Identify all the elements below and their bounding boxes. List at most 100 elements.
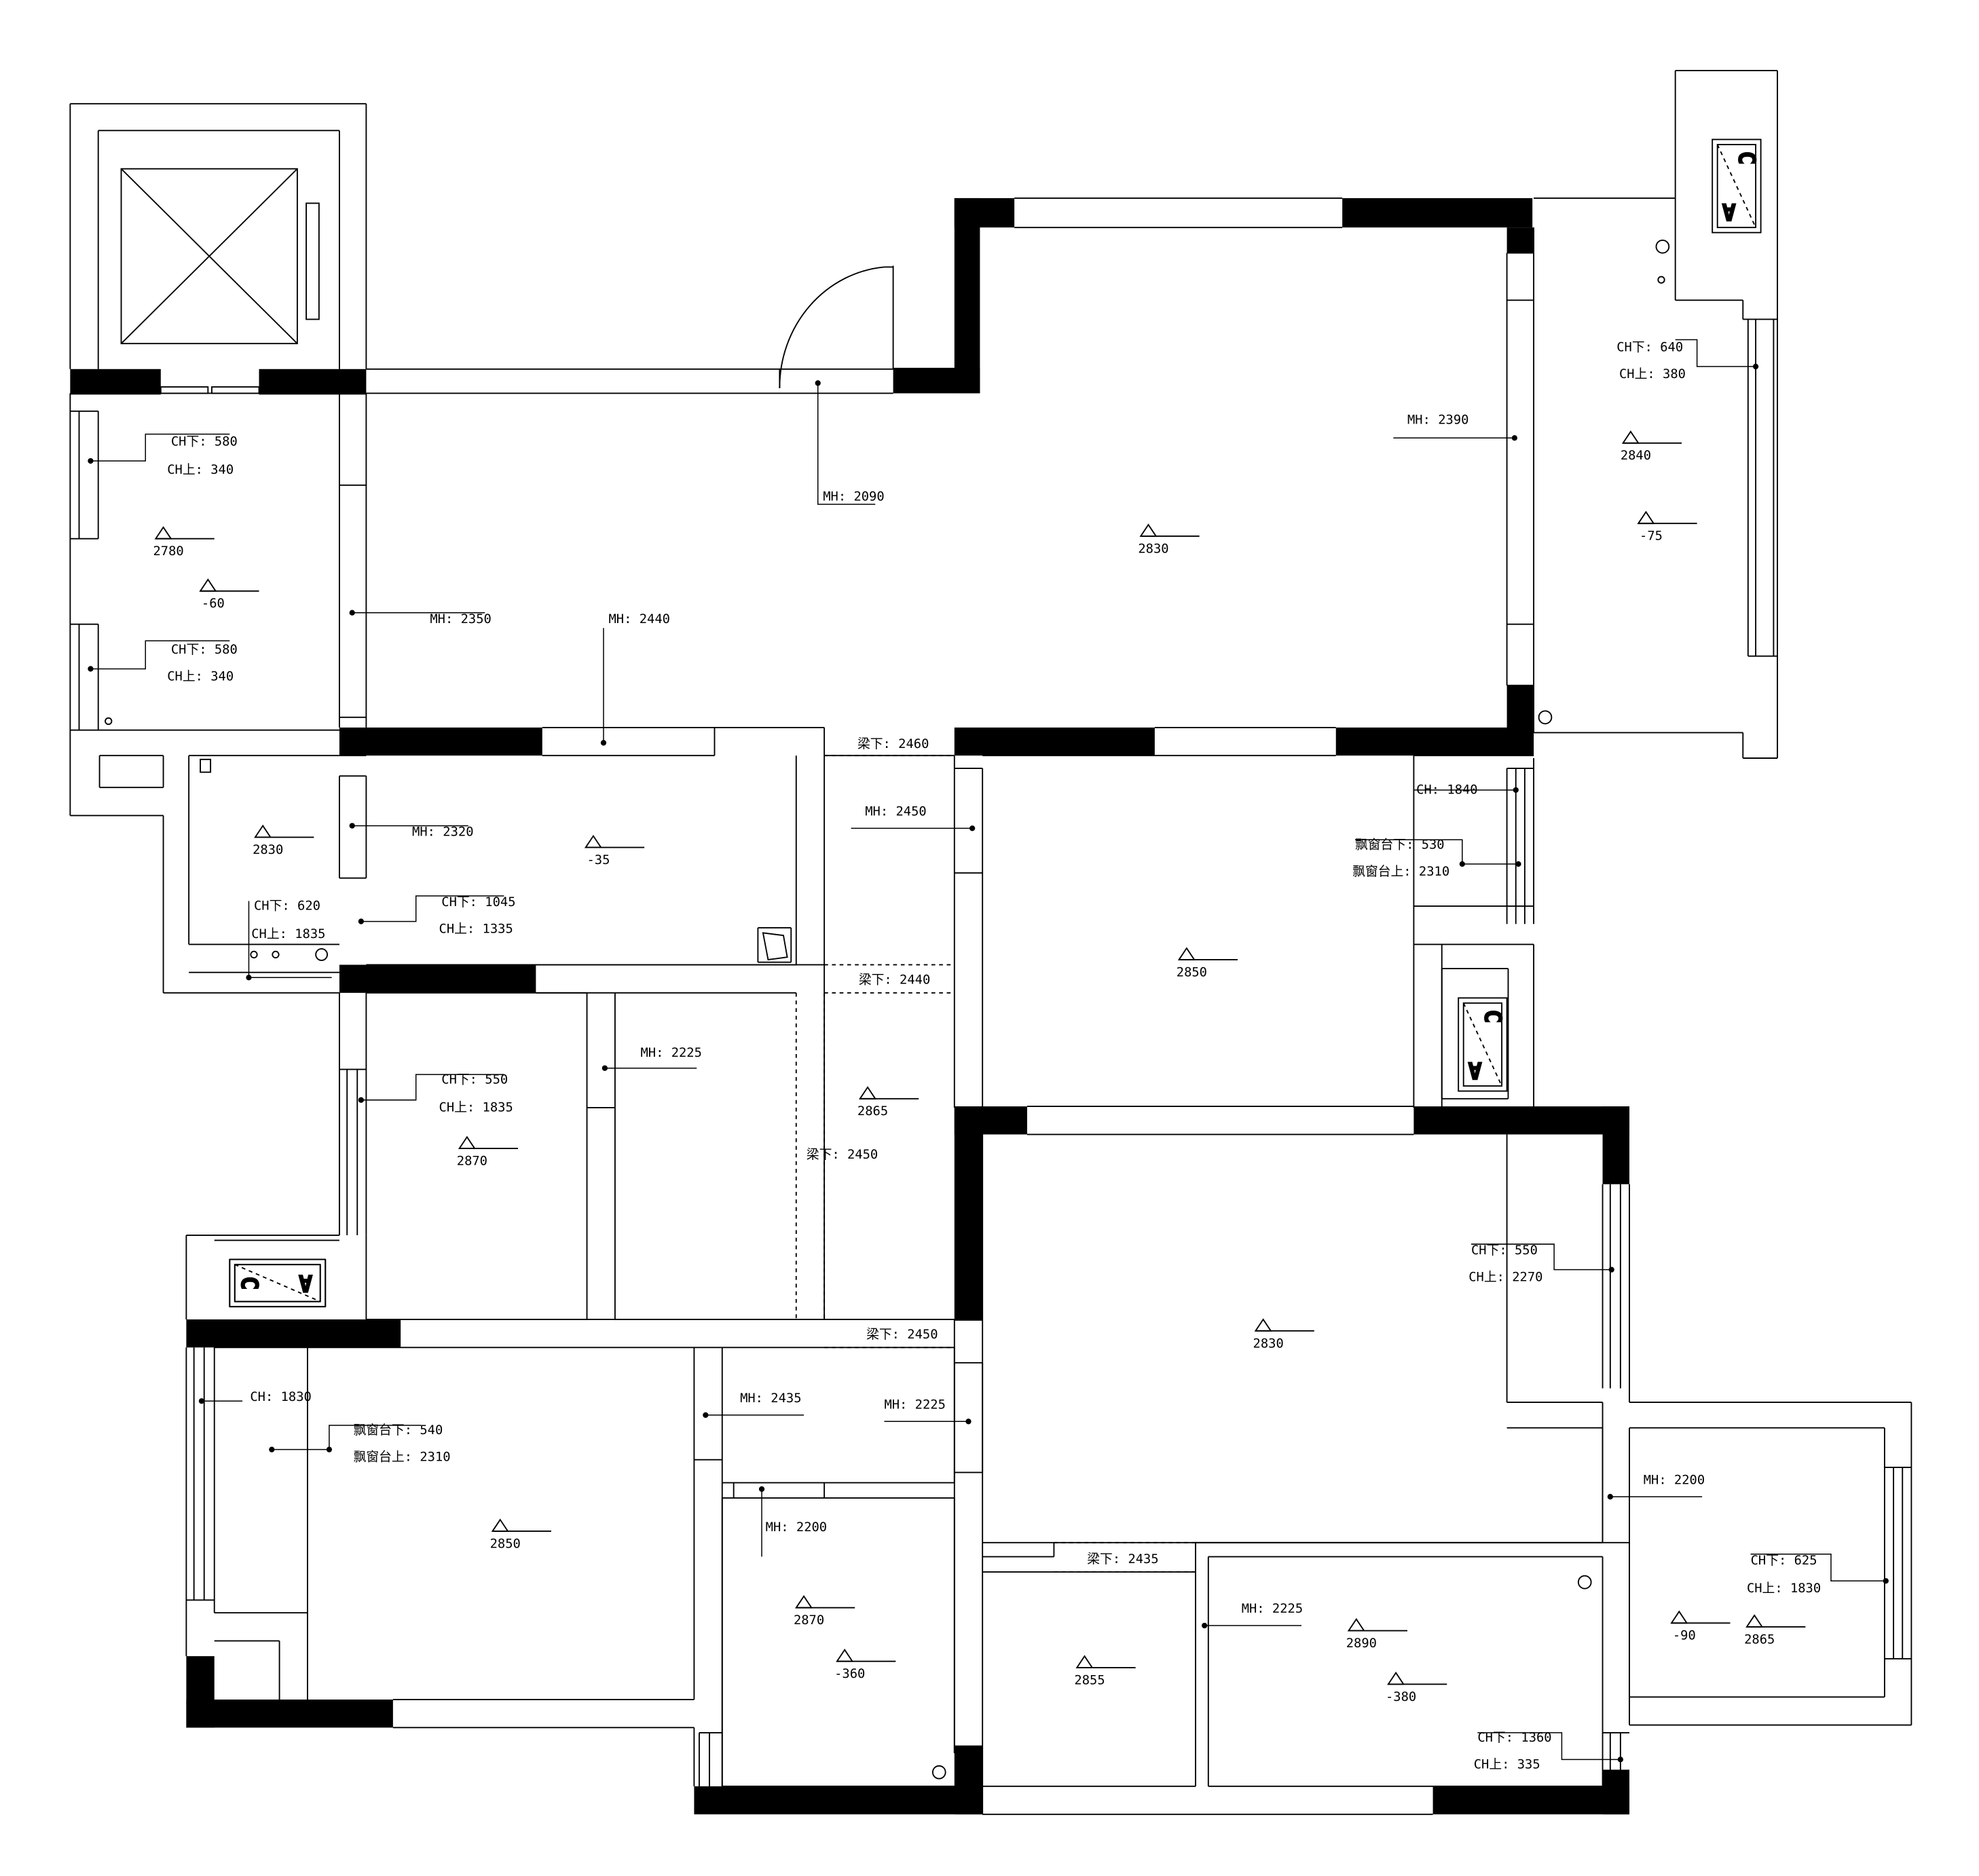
bay-window-label: 飘窗台下: 530 xyxy=(1355,837,1445,852)
wall-segment xyxy=(893,367,980,394)
wall-segment xyxy=(259,369,367,395)
shaft-label-bottom: A xyxy=(1722,198,1735,225)
toilet-icon xyxy=(762,932,788,960)
mh-label: MH: 2200 xyxy=(766,1520,827,1535)
level-triangle-icon: 2855 xyxy=(1074,1655,1136,1687)
level-value: -35 xyxy=(587,853,610,867)
level-triangle xyxy=(1254,1318,1272,1332)
fixture-circle-icon xyxy=(1538,710,1553,725)
ch-label: CH下: 550 xyxy=(441,1072,508,1087)
annotation-point xyxy=(1617,1757,1624,1763)
leader-line xyxy=(817,383,876,505)
mh-label: MH: 2450 xyxy=(865,805,926,819)
fixture-square-icon xyxy=(200,758,212,773)
elevator-door-right xyxy=(211,386,260,394)
wall-segment xyxy=(1506,727,1534,756)
wall-segment xyxy=(954,198,980,394)
level-triangle xyxy=(836,1649,854,1662)
level-triangle-icon: -35 xyxy=(584,834,645,867)
annotation-point xyxy=(1511,435,1518,441)
wall-segment xyxy=(1413,1106,1630,1135)
level-triangle-icon: -360 xyxy=(834,1649,896,1681)
leader-line xyxy=(360,895,504,922)
door-swing-icon xyxy=(779,266,893,388)
level-triangle xyxy=(199,578,217,592)
beam-label: 梁下: 2440 xyxy=(859,973,930,988)
annotation-point xyxy=(88,457,94,464)
level-value: 2865 xyxy=(857,1104,888,1119)
ch-label: CH下: 1045 xyxy=(441,895,515,909)
bay-window-label: 飘窗台下: 540 xyxy=(354,1423,443,1438)
annotation-points xyxy=(88,363,1889,1763)
level-triangle xyxy=(1621,430,1640,444)
level-value: -75 xyxy=(1640,529,1663,544)
mh-label: MH: 2225 xyxy=(1242,1602,1303,1616)
level-value: -90 xyxy=(1673,1629,1696,1643)
annotation-point xyxy=(602,1065,608,1071)
level-triangle-icon: 2865 xyxy=(857,1086,919,1119)
annotation-point xyxy=(1752,363,1759,370)
annotation-point xyxy=(349,823,355,829)
fixture-circle-icon xyxy=(315,948,329,961)
annotation-point xyxy=(1883,1578,1889,1584)
shaft-inner xyxy=(1716,144,1757,229)
fixture-circle-icon xyxy=(272,950,280,959)
elevator-panel xyxy=(306,202,320,320)
wall-segment xyxy=(1506,227,1534,253)
plan-outlines xyxy=(69,70,1912,1816)
level-value: 2830 xyxy=(1138,542,1168,556)
level-triangle xyxy=(1745,1614,1764,1628)
leader-line xyxy=(90,433,230,462)
wall-segment xyxy=(694,1786,983,1815)
annotation-point xyxy=(969,825,976,831)
level-value: 2870 xyxy=(794,1613,824,1628)
leader-line xyxy=(1750,1554,1886,1581)
annotation-point xyxy=(358,918,365,924)
leader-line xyxy=(1477,1732,1621,1761)
leader-line xyxy=(90,640,230,670)
annotation-point xyxy=(1202,1622,1208,1629)
annotation-point xyxy=(703,1412,709,1419)
wall-segment xyxy=(954,1745,983,1815)
level-triangle-icon: 2890 xyxy=(1346,1617,1408,1651)
annotation-point xyxy=(246,975,252,981)
level-value: -60 xyxy=(202,597,225,611)
fixture-circle-icon xyxy=(931,1765,946,1780)
annotation-point xyxy=(600,740,607,746)
level-triangle xyxy=(254,824,272,838)
ch-label: CH下: 620 xyxy=(254,899,320,914)
level-value: -360 xyxy=(834,1667,865,1681)
shaft-box-icon: CA xyxy=(1712,138,1762,233)
mh-label: MH: 2225 xyxy=(884,1398,945,1412)
wall-segment xyxy=(954,1106,983,1321)
elevator-icon xyxy=(120,168,320,394)
level-triangle-icon: -60 xyxy=(199,578,259,611)
bay-window-label: 飘窗台上: 2310 xyxy=(354,1450,451,1465)
leader-line xyxy=(1675,339,1756,367)
mh-label: MH: 2390 xyxy=(1407,413,1468,428)
fixture-circle-icon xyxy=(1655,240,1670,254)
shaft-label-top: C xyxy=(1480,1009,1506,1023)
level-triangle xyxy=(1387,1671,1405,1685)
ch-label: CH下: 580 xyxy=(171,435,238,449)
shaft-frame xyxy=(229,1258,327,1308)
annotation-point xyxy=(198,1398,205,1404)
level-triangle xyxy=(1075,1655,1094,1668)
level-triangle-icon: 2850 xyxy=(490,1518,551,1551)
ch-label: CH下: 580 xyxy=(171,643,238,657)
annotation-point xyxy=(1608,1267,1614,1273)
mh-label: MH: 2435 xyxy=(740,1391,801,1406)
level-triangle-icon: -380 xyxy=(1386,1671,1447,1704)
wall-segment xyxy=(954,727,1155,756)
structural-walls xyxy=(70,198,1630,1815)
ch-label: CH上: 1835 xyxy=(251,926,325,941)
level-value: 2830 xyxy=(253,843,283,857)
beam-label: 梁下: 2460 xyxy=(857,736,929,751)
shaft-label-top: C xyxy=(236,1276,263,1290)
annotation-point xyxy=(326,1446,333,1452)
leader-line xyxy=(1471,1243,1612,1271)
fixture-circle-icon xyxy=(105,717,113,726)
wall-segment xyxy=(339,964,536,993)
level-value: 2850 xyxy=(1177,965,1207,979)
